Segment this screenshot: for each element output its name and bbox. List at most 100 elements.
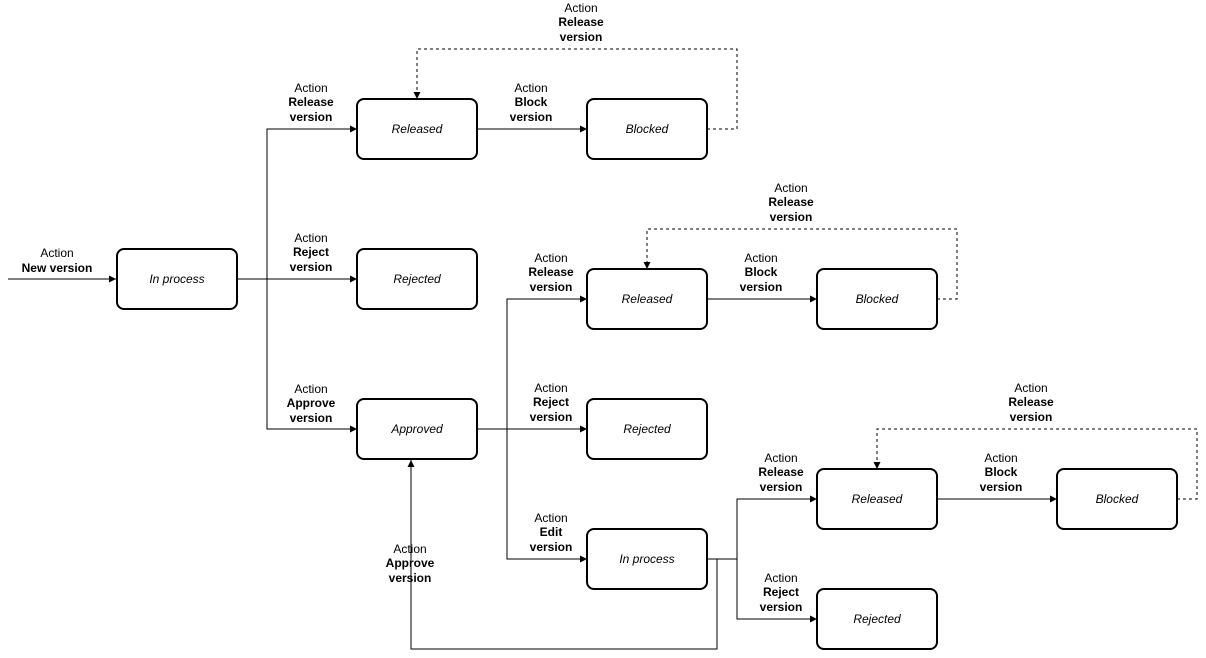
state-rejected-1: Rejected bbox=[356, 248, 478, 310]
svg-text:version: version bbox=[760, 480, 803, 494]
svg-text:Approve: Approve bbox=[287, 396, 336, 410]
edge-release-2 bbox=[506, 295, 587, 429]
label-re-release-2: Action Release version bbox=[768, 181, 814, 224]
state-blocked-2: Blocked bbox=[816, 268, 938, 330]
label-re-release-1: Action Release version bbox=[558, 1, 604, 44]
svg-text:Action: Action bbox=[534, 511, 567, 525]
edge-edit bbox=[506, 429, 587, 563]
svg-text:Release: Release bbox=[528, 265, 574, 279]
svg-text:Release: Release bbox=[758, 465, 804, 479]
state-rejected-2: Rejected bbox=[586, 398, 708, 460]
edge-reject-3 bbox=[736, 559, 817, 623]
state-rejected-3: Rejected bbox=[816, 588, 938, 650]
state-label: Approved bbox=[390, 422, 443, 436]
state-blocked-3: Blocked bbox=[1056, 468, 1178, 530]
svg-text:Reject: Reject bbox=[763, 585, 799, 599]
svg-text:Release: Release bbox=[288, 95, 334, 109]
edge-re-release-3 bbox=[873, 428, 1198, 500]
edge-re-release-1 bbox=[413, 48, 738, 130]
nodes: In process Released Blocked Rejected App… bbox=[116, 98, 1178, 650]
label-edit: Action Edit version bbox=[530, 511, 573, 554]
state-released-3: Released bbox=[816, 468, 938, 530]
svg-text:version: version bbox=[530, 410, 573, 424]
edge-approve-1 bbox=[266, 279, 357, 433]
state-label: Released bbox=[392, 122, 443, 136]
label-release-1: Action Release version bbox=[288, 81, 334, 124]
svg-text:Block: Block bbox=[515, 95, 548, 109]
label-reject-2: Action Reject version bbox=[530, 381, 573, 424]
svg-text:Action: Action bbox=[294, 231, 327, 245]
label-approve-2: Action Approve version bbox=[386, 542, 435, 585]
svg-text:version: version bbox=[530, 540, 573, 554]
state-released-1: Released bbox=[356, 98, 478, 160]
label-block-3: Action Block version bbox=[980, 451, 1023, 494]
state-label: Blocked bbox=[1096, 492, 1139, 506]
label-reject-1: Action Reject version bbox=[290, 231, 333, 274]
state-label: Rejected bbox=[393, 272, 441, 286]
svg-text:Action: Action bbox=[393, 542, 426, 556]
state-blocked-1: Blocked bbox=[586, 98, 708, 160]
svg-text:version: version bbox=[530, 280, 573, 294]
svg-text:Action: Action bbox=[514, 81, 547, 95]
svg-text:Approve: Approve bbox=[386, 556, 435, 570]
svg-text:Block: Block bbox=[745, 265, 778, 279]
svg-text:version: version bbox=[760, 600, 803, 614]
svg-text:Action: Action bbox=[764, 451, 797, 465]
svg-text:Action: Action bbox=[534, 251, 567, 265]
state-label: In process bbox=[619, 552, 674, 566]
state-label: Rejected bbox=[853, 612, 901, 626]
state-label: Released bbox=[622, 292, 673, 306]
label-release-3: Action Release version bbox=[758, 451, 804, 494]
svg-text:New version: New version bbox=[22, 261, 93, 275]
svg-text:Action: Action bbox=[774, 181, 807, 195]
svg-text:version: version bbox=[389, 571, 432, 585]
svg-text:Action: Action bbox=[294, 81, 327, 95]
svg-text:version: version bbox=[290, 260, 333, 274]
svg-text:version: version bbox=[290, 110, 333, 124]
svg-text:Action: Action bbox=[294, 382, 327, 396]
edge-labels: Action New version Action Release versio… bbox=[22, 1, 1054, 614]
state-label: Blocked bbox=[626, 122, 669, 136]
svg-text:version: version bbox=[560, 30, 603, 44]
state-approved: Approved bbox=[356, 398, 478, 460]
state-label: Blocked bbox=[856, 292, 899, 306]
state-in-process-2: In process bbox=[586, 528, 708, 590]
svg-text:Action: Action bbox=[984, 451, 1017, 465]
svg-text:version: version bbox=[510, 110, 553, 124]
svg-text:Action: Action bbox=[564, 1, 597, 15]
edge-release-3 bbox=[707, 495, 817, 560]
svg-text:Release: Release bbox=[1008, 395, 1054, 409]
svg-text:Action: Action bbox=[40, 246, 73, 260]
svg-text:Reject: Reject bbox=[293, 245, 329, 259]
svg-text:Action: Action bbox=[764, 571, 797, 585]
state-label: Released bbox=[852, 492, 903, 506]
state-released-2: Released bbox=[586, 268, 708, 330]
svg-text:version: version bbox=[740, 280, 783, 294]
label-re-release-3: Action Release version bbox=[1008, 381, 1054, 424]
state-label: Rejected bbox=[623, 422, 671, 436]
svg-text:Reject: Reject bbox=[533, 395, 569, 409]
label-block-2: Action Block version bbox=[740, 251, 783, 294]
svg-text:Action: Action bbox=[744, 251, 777, 265]
edge-approve-2 bbox=[407, 460, 718, 650]
svg-text:Release: Release bbox=[768, 195, 814, 209]
edge-re-release-2 bbox=[643, 228, 958, 300]
label-release-2: Action Release version bbox=[528, 251, 574, 294]
svg-text:version: version bbox=[980, 480, 1023, 494]
svg-text:Action: Action bbox=[1014, 381, 1047, 395]
svg-text:Block: Block bbox=[985, 465, 1018, 479]
svg-text:version: version bbox=[290, 411, 333, 425]
label-reject-3: Action Reject version bbox=[760, 571, 803, 614]
state-label: In process bbox=[149, 272, 204, 286]
svg-text:Edit: Edit bbox=[540, 525, 563, 539]
label-new-version: Action New version bbox=[22, 246, 93, 275]
label-block-1: Action Block version bbox=[510, 81, 553, 124]
state-in-process-1: In process bbox=[116, 248, 238, 310]
edge-release-1 bbox=[266, 125, 357, 279]
svg-text:version: version bbox=[1010, 410, 1053, 424]
label-approve-1: Action Approve version bbox=[287, 382, 336, 425]
edges bbox=[8, 48, 1198, 650]
svg-text:Action: Action bbox=[534, 381, 567, 395]
